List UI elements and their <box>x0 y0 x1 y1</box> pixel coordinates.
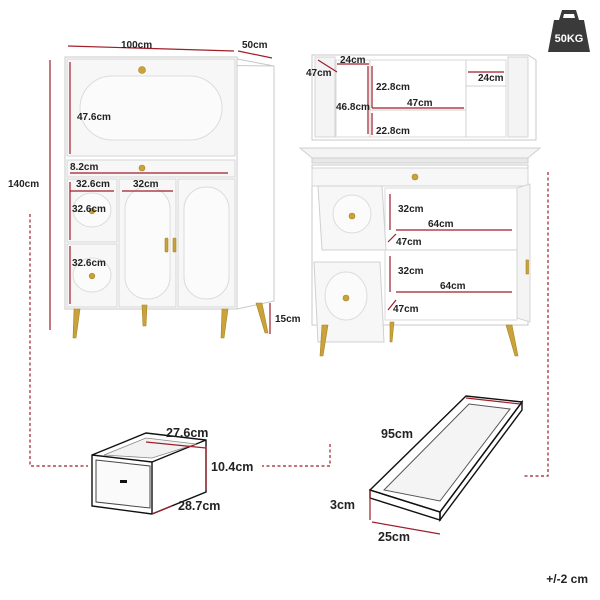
pencil-drawer-knob <box>411 173 419 181</box>
lower-interior <box>384 187 518 321</box>
kettlebell-weight-icon: 50KG <box>548 10 590 52</box>
leg-front-left <box>72 308 81 339</box>
drawer-depth-line <box>151 505 173 515</box>
leg-height-label: 15cm <box>275 314 301 325</box>
door-column-label: 32cm <box>133 179 159 190</box>
width-label: 100cm <box>121 40 152 51</box>
pencil-drawer <box>311 167 529 187</box>
tray-side-lip <box>439 399 523 523</box>
drawer-box-outline <box>91 432 207 515</box>
lower-top-width-label: 64cm <box>428 219 454 230</box>
drawer-top-side-edge <box>151 439 207 463</box>
kettlebell-body <box>548 20 590 52</box>
height-label: 140cm <box>8 179 39 190</box>
open-door-handle <box>525 259 529 275</box>
left-door-oval <box>124 186 171 300</box>
leg-back-right <box>255 302 269 334</box>
open-leg-front-right <box>505 324 519 357</box>
middle-drawer-knob <box>138 164 146 172</box>
hutch-left-door <box>314 56 336 138</box>
tray-width-line <box>371 521 441 535</box>
open-leg-back <box>389 321 395 343</box>
lower-top-depth-line <box>387 233 397 243</box>
flap-height-label: 47.6cm <box>77 112 111 123</box>
pulled-upper-drawer-knob <box>348 212 356 220</box>
upper-middle-width-label: 47cm <box>407 98 433 109</box>
drawer-gap-label: 8.2cm <box>70 162 98 173</box>
upper-left-drawer-knob <box>88 207 96 215</box>
lower-drawer-label: 32.6cm <box>72 258 106 269</box>
upper-top-height-label: 22.8cm <box>376 82 410 93</box>
drawer-width-label: 27.6cm <box>166 426 208 440</box>
cabinet-side-panel <box>236 58 275 310</box>
pulled-lower-drawer-knob <box>342 294 350 302</box>
upper-depth-line <box>317 59 338 73</box>
lower-top-height-label: 32cm <box>398 204 424 215</box>
upper-side-height-label: 46.8cm <box>336 102 370 113</box>
drawer-height-label: 10.4cm <box>211 460 253 474</box>
closed-cabinet: 100cm 50cm 140cm 47.6cm 8.2cm 32.6cm 32c… <box>8 40 301 339</box>
open-desk-surface <box>298 147 542 159</box>
tray-detail: 95cm 3cm 25cm <box>330 395 524 544</box>
tray-width-label: 25cm <box>378 530 410 544</box>
upper-depth-label: 47cm <box>306 68 332 79</box>
tray-inner-bed <box>382 403 511 502</box>
desk-edge <box>311 157 529 164</box>
drawer-width-line <box>145 441 207 449</box>
leg-front-right <box>220 308 229 339</box>
width-dim-line <box>67 45 235 52</box>
drawer-front-panel <box>95 459 151 509</box>
drawer-connector-line <box>29 214 88 467</box>
tolerance-note: +/-2 cm <box>546 572 588 586</box>
open-leg-front-left <box>319 324 329 357</box>
tray-height-label: 3cm <box>330 498 355 512</box>
left-door-handle <box>164 237 169 253</box>
lower-bottom-height-label: 32cm <box>398 266 424 277</box>
depth-dim-line <box>237 50 273 59</box>
drawer-top-front-edge <box>91 454 153 463</box>
upper-right-width-label: 24cm <box>478 73 504 84</box>
kettlebell-handle-hole <box>563 14 575 18</box>
right-door-oval <box>183 186 230 300</box>
upper-drawer-label: 32.6cm <box>72 204 106 215</box>
lower-bottom-depth-label: 47cm <box>393 304 419 315</box>
drawer-depth-label: 28.7cm <box>178 499 220 513</box>
hutch-interior <box>335 59 507 138</box>
flap-oval-panel <box>79 75 223 141</box>
leg-back-middle <box>141 304 148 327</box>
flap-knob <box>138 66 146 74</box>
upper-bottom-height-label: 22.8cm <box>376 126 410 137</box>
weight-badge: 50KG <box>546 6 592 54</box>
drawer-column-label: 32.6cm <box>76 179 110 190</box>
drawer-detail: 27.6cm 10.4cm 28.7cm <box>91 426 253 515</box>
lower-left-drawer-knob <box>88 272 96 280</box>
open-cabinet: 24cm 24cm 47cm 22.8cm 46.8cm 47cm 22.8cm… <box>298 54 542 357</box>
right-door-handle <box>172 237 177 253</box>
open-right-door <box>516 183 531 323</box>
drawer-handle <box>120 480 127 483</box>
lower-bottom-depth-line <box>387 299 397 311</box>
lower-bottom-width-label: 64cm <box>440 281 466 292</box>
upper-left-width-label: 24cm <box>340 55 366 66</box>
tray-length-line <box>465 397 521 405</box>
drawer-interior <box>103 437 197 459</box>
hutch-right-door <box>507 56 529 138</box>
depth-label: 50cm <box>242 40 268 51</box>
tray-connector-line <box>522 172 549 477</box>
weight-label: 50KG <box>555 33 584 45</box>
tray-length-label: 95cm <box>381 427 413 441</box>
drawer-right-connector-line <box>262 444 331 467</box>
lower-top-depth-label: 47cm <box>396 237 422 248</box>
